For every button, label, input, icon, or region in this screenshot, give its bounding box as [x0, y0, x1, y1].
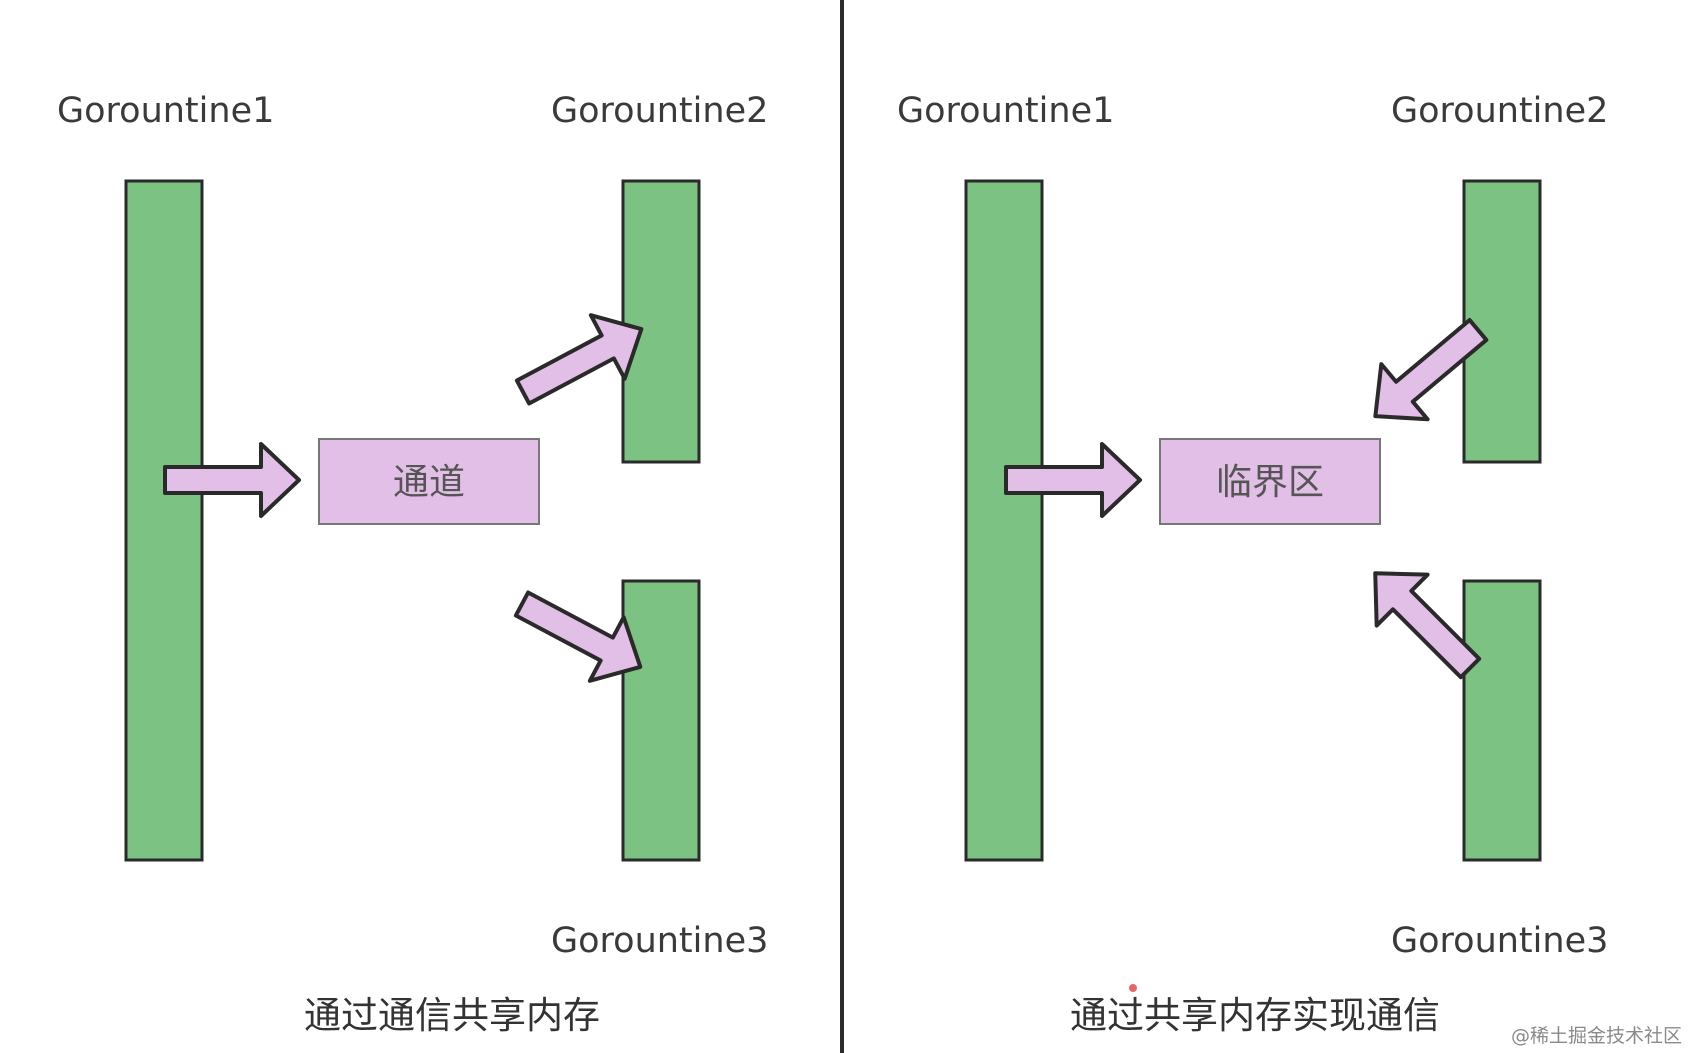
right-goroutine3-bar [1462, 579, 1542, 862]
right-arrow-goroutine2-to-box [1373, 318, 1489, 422]
left-caption: 通过通信共享内存 [304, 994, 600, 1037]
watermark: @稀土掘金技术社区 [1511, 1025, 1682, 1047]
left-arrow-to-goroutine3 [513, 590, 643, 683]
right-goroutine2-bar [1462, 179, 1542, 464]
left-goroutine1-label: Gorountine1 [57, 91, 274, 131]
left-arrow-to-channel [163, 442, 301, 518]
left-goroutine3-label: Gorountine3 [551, 921, 768, 961]
left-goroutine2-label: Gorountine2 [551, 91, 768, 131]
left-channel-label: 通道 [393, 462, 465, 503]
right-caption: 通过共享内存实现通信 [1070, 994, 1440, 1037]
left-arrow-to-goroutine2 [514, 313, 644, 406]
right-goroutine1-label: Gorountine1 [897, 91, 1114, 131]
right-arrow-goroutine3-to-box [1373, 571, 1482, 680]
left-panel: Gorountine1 Gorountine2 Gorountine3 通道 通… [57, 91, 768, 1037]
cursor-dot [1129, 984, 1137, 992]
left-goroutine1-bar [124, 179, 204, 862]
right-critical-section-label: 临界区 [1216, 462, 1324, 503]
right-arrow-goroutine1-to-box [1004, 442, 1142, 518]
right-panel: Gorountine1 Gorountine2 Gorountine3 临界区 … [897, 91, 1608, 1037]
left-channel-box [318, 438, 540, 525]
right-goroutine3-label: Gorountine3 [1391, 921, 1608, 961]
left-goroutine2-bar [621, 179, 701, 464]
left-goroutine3-bar [621, 579, 701, 862]
right-goroutine1-bar [964, 179, 1044, 862]
right-goroutine2-label: Gorountine2 [1391, 91, 1608, 131]
right-critical-section-box [1159, 438, 1381, 525]
